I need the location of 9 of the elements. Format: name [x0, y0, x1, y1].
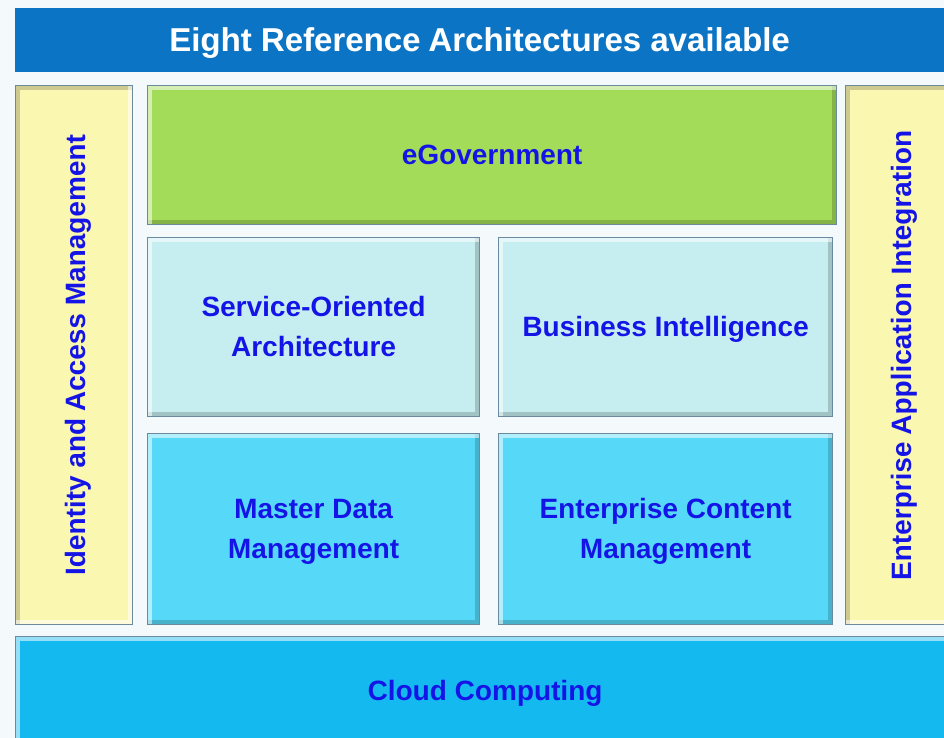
- architecture-block: eGovernment: [147, 85, 837, 225]
- architecture-block: Master Data Management: [147, 433, 480, 625]
- architecture-block: Business Intelligence: [498, 237, 833, 417]
- architecture-block: Service-Oriented Architecture: [147, 237, 480, 417]
- architecture-block: Cloud Computing: [15, 636, 944, 738]
- architecture-block: Identity and Access Management: [15, 85, 133, 625]
- architecture-block: Enterprise Content Management: [498, 433, 833, 625]
- architecture-block: Enterprise Application Integration: [845, 85, 944, 625]
- title-banner: Eight Reference Architectures available: [15, 8, 944, 72]
